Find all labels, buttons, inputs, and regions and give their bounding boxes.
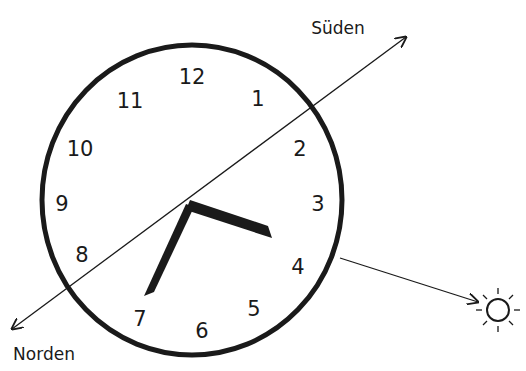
clock-face — [42, 45, 342, 355]
clock-numeral: 4 — [289, 256, 306, 279]
clock-numeral: 1 — [249, 88, 266, 111]
clock-numeral: 3 — [309, 193, 326, 216]
clock-numeral: 6 — [193, 320, 210, 343]
clock-numeral: 7 — [131, 308, 148, 331]
direction-label: Norden — [11, 345, 77, 364]
minute-hand — [144, 204, 194, 296]
clock-numeral: 10 — [65, 138, 96, 161]
direction-label: Süden — [309, 19, 367, 38]
clock-numeral: 8 — [73, 244, 90, 267]
sun-direction-arrow — [340, 258, 478, 302]
clock-numeral: 9 — [53, 193, 70, 216]
clock-numeral: 12 — [177, 66, 208, 89]
north-south-line — [12, 37, 406, 329]
sun-symbol — [476, 288, 520, 332]
hour-hand — [186, 200, 272, 238]
clock-numeral: 2 — [291, 138, 308, 161]
clock-numeral: 11 — [115, 90, 146, 113]
clock-numeral: 5 — [245, 298, 262, 321]
